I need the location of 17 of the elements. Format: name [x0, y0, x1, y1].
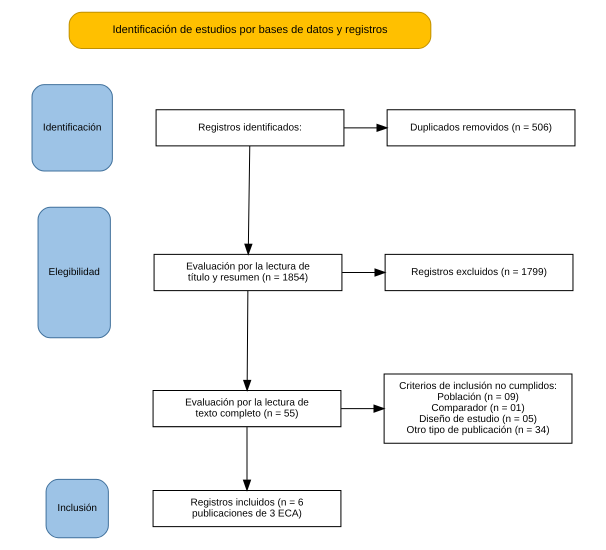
node-box: Identificación: [31, 84, 112, 172]
node-box: Registros identificados:: [155, 109, 344, 146]
arrow: [242, 290, 251, 392]
node-box: Duplicados removidos (n = 506): [386, 109, 575, 146]
node-box: Elegibilidad: [37, 206, 110, 338]
arrow: [340, 404, 386, 413]
arrow: [342, 268, 386, 277]
node-box: Registros excluidos (n = 1799): [384, 254, 573, 292]
node-box: Inclusión: [45, 478, 108, 538]
arrow: [244, 146, 252, 256]
node-box: Evaluación por la lectura de título y resumen (n = 1854): [153, 254, 342, 292]
node-box: Identificación de estudios por bases de datos y registros: [68, 12, 431, 49]
node-box: Evaluación por la lectura de texto completo (n = 55): [152, 390, 341, 428]
arrow: [242, 427, 251, 492]
node-box: Registros incluidos (n = 6 publicaciones de 3 ECA): [152, 490, 341, 528]
arrow: [344, 124, 388, 132]
node-box: Criterios de inclusión no cumplidos: Población (n = 09) Comparador (n = 01) Diseño de estudio (n = 05) Otro tipo de publicación (n = 34): [383, 373, 572, 444]
